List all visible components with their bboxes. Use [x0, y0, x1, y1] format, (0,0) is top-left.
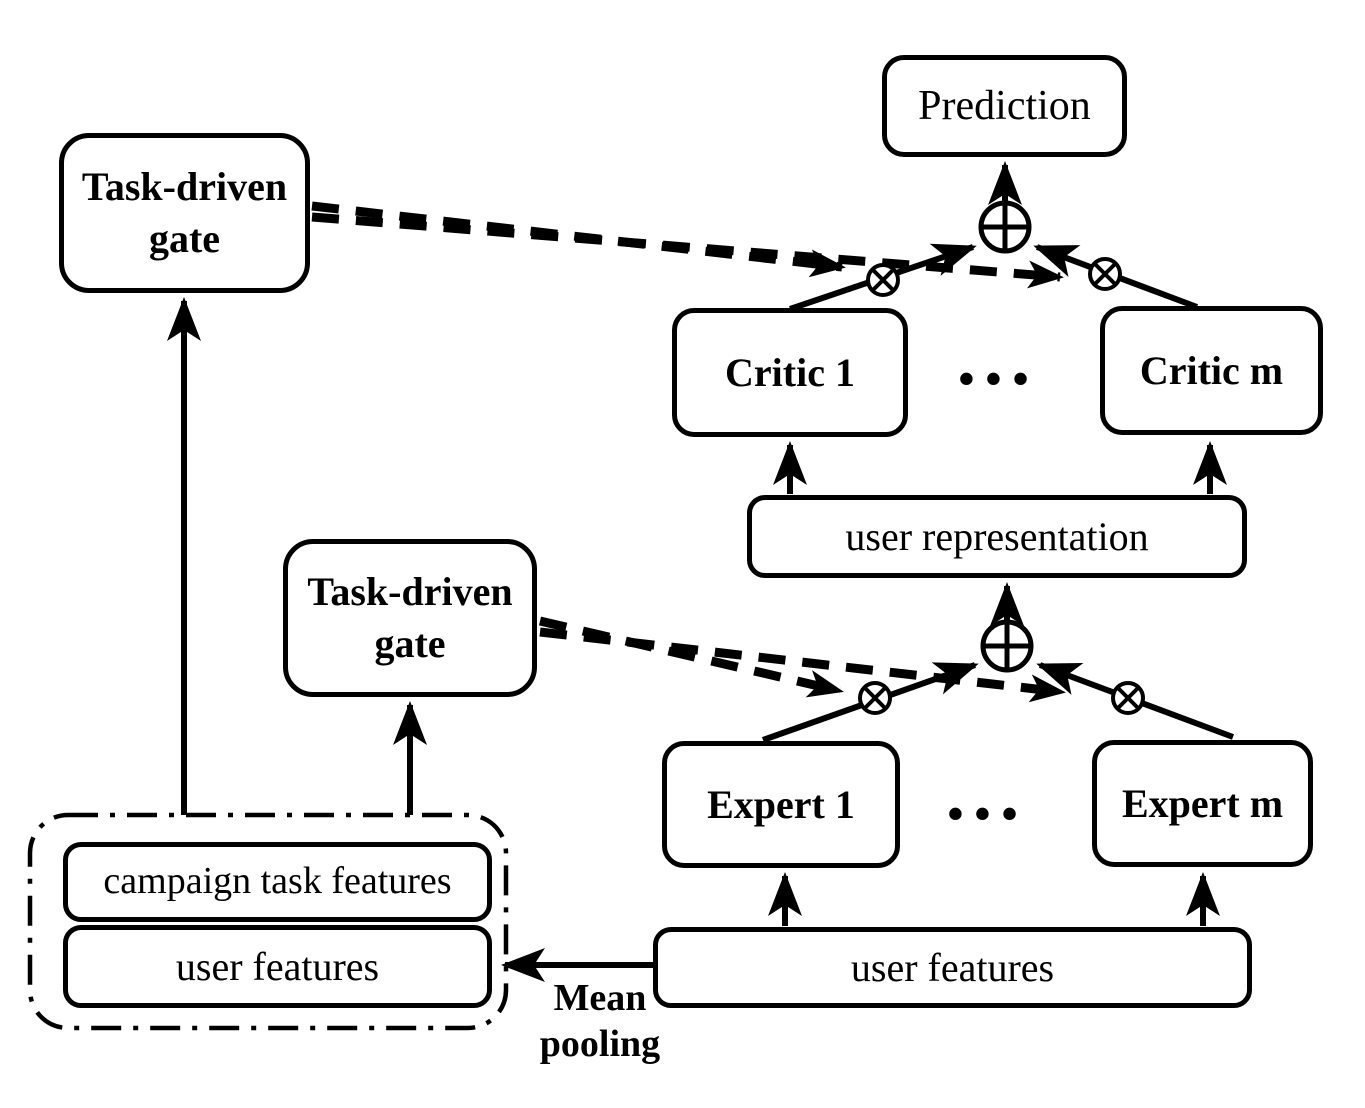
user-representation-node: user representation — [747, 495, 1247, 578]
task-driven-gate-top-node: Task-driven gate — [59, 133, 310, 293]
expert-m-node: Expert m — [1092, 740, 1313, 867]
expert-m-label: Expert m — [1121, 780, 1284, 826]
flow-arrows — [167, 161, 1227, 982]
circled-times-icon — [866, 263, 900, 297]
experts-ellipsis: ••• — [947, 787, 1029, 839]
prediction-label: Prediction — [918, 82, 1091, 129]
user-features-input-label: user features — [850, 944, 1055, 990]
circled-plus-icon — [978, 200, 1032, 254]
circled-times-icon — [1111, 681, 1145, 715]
pooled-features-group-frame — [27, 812, 509, 1031]
campaign-task-features-label: campaign task features — [103, 860, 452, 903]
user-representation-label: user representation — [845, 513, 1149, 559]
critic-1-label: Critic 1 — [725, 349, 855, 395]
user-features-pooled-label: user features — [175, 943, 380, 989]
critic-m-node: Critic m — [1100, 306, 1323, 435]
circled-times-icon — [858, 681, 892, 715]
circled-times-icon — [1088, 257, 1122, 291]
gate-label-line2: gate — [374, 621, 446, 666]
critic-1-node: Critic 1 — [672, 308, 908, 437]
prediction-node: Prediction — [882, 55, 1127, 157]
gate-label-line1: Task-driven — [307, 569, 513, 614]
campaign-task-features-node: campaign task features — [63, 842, 492, 922]
critic-m-label: Critic m — [1139, 347, 1284, 393]
circled-plus-icon — [980, 619, 1034, 673]
user-features-input-node: user features — [653, 927, 1252, 1008]
gate-weight-edges — [311, 201, 1066, 703]
expert-1-node: Expert 1 — [662, 741, 900, 868]
mean-pooling-label: Mean pooling — [539, 977, 661, 1065]
task-driven-gate-mid-node: Task-driven gate — [283, 539, 537, 697]
expert-1-label: Expert 1 — [707, 781, 855, 827]
critics-ellipsis: ••• — [958, 352, 1040, 404]
user-features-pooled-node: user features — [63, 925, 492, 1008]
gate-label-line1: Task-driven — [81, 164, 288, 209]
gate-label-line2: gate — [148, 216, 221, 261]
